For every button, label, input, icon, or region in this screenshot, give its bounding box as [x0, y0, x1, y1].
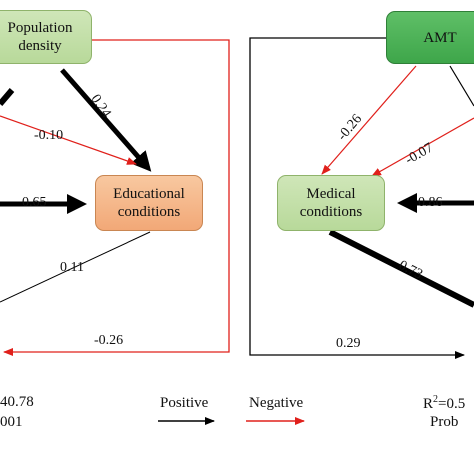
- edge-med-down: [328, 229, 474, 308]
- label-bottom-left-red: -0.26: [94, 333, 124, 348]
- node-medical-conditions-label: Medical conditions: [299, 186, 363, 220]
- stats-right-line2: Prob: [430, 414, 459, 430]
- legend-negative-label: Negative: [249, 395, 304, 411]
- edge-left-thick-stub: [0, 88, 15, 106]
- node-educational-conditions: Educational conditions: [95, 175, 203, 231]
- edge-amt-right-out: [449, 65, 474, 107]
- stats-right-r2: R2=0.5: [423, 394, 465, 413]
- edge-right-red-to-med: [371, 117, 474, 177]
- node-educational-conditions-label: Educational conditions: [113, 186, 185, 220]
- stats-left-line2: 001: [0, 414, 23, 430]
- stats-right-r2-value: =0.5: [438, 396, 466, 412]
- label-right-to-med: 0.86: [418, 195, 443, 210]
- edge-red-frame: [3, 39, 230, 356]
- label-left-to-edu: 0.65: [22, 195, 47, 210]
- stats-right-r2-sup: 2: [433, 394, 439, 405]
- edge-amt-to-med: [321, 65, 417, 175]
- legend-positive-label: Positive: [160, 395, 209, 411]
- node-population-density: Population density: [0, 10, 92, 64]
- label-edu-down: 0.11: [60, 260, 84, 275]
- edge-left-red-to-edu: [0, 115, 137, 165]
- stats-right-r2-prefix: R: [423, 396, 434, 412]
- edge-black-frame: [249, 37, 465, 359]
- edge-edu-down: [0, 231, 151, 303]
- node-amt: AMT: [386, 11, 474, 64]
- node-population-density-label: Population density: [7, 20, 73, 54]
- node-medical-conditions: Medical conditions: [277, 175, 385, 231]
- node-amt-label: AMT: [423, 29, 457, 46]
- label-bottom-right: 0.29: [336, 336, 361, 351]
- edge-pd-to-edu: [60, 68, 152, 172]
- stats-left-line1: 40.78: [0, 394, 34, 410]
- label-left-red-to-edu: -0.10: [34, 128, 64, 143]
